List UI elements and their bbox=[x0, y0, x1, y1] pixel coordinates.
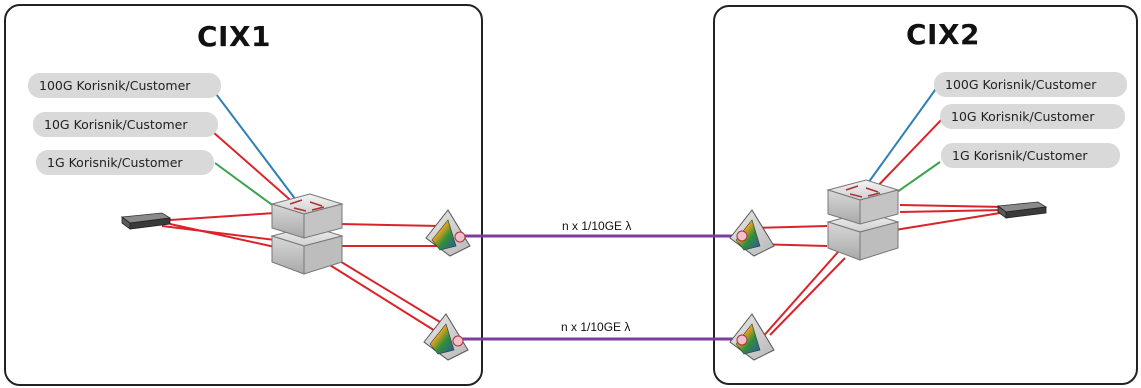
cix2-customer-100g: 100G Korisnik/Customer bbox=[934, 72, 1127, 97]
cix1-server-links bbox=[161, 212, 276, 248]
wdm-link-1-label: n x 1/10GE λ bbox=[562, 219, 632, 233]
site-title-cix1: CIX1 bbox=[197, 20, 272, 53]
cix1-customer-1g: 1G Korisnik/Customer bbox=[36, 150, 214, 175]
cix1-switch-mux-links bbox=[324, 223, 441, 335]
cix1-link-100g bbox=[209, 85, 297, 201]
cix2-server-links bbox=[894, 204, 1006, 231]
cix1-link-10g bbox=[204, 124, 297, 206]
cix2-mux-bottom-icon bbox=[729, 313, 775, 361]
cix1-customer-10g: 10G Korisnik/Customer bbox=[33, 112, 218, 137]
cix2-switch-mux-links bbox=[751, 225, 846, 341]
cix1-server-icon bbox=[120, 212, 172, 230]
cix2-customer-10g: 10G Korisnik/Customer bbox=[940, 104, 1125, 129]
site-title-cix2: CIX2 bbox=[906, 18, 981, 51]
cix1-link-1g bbox=[214, 162, 276, 208]
cix1-customer-links bbox=[204, 85, 297, 208]
cix2-server-icon bbox=[996, 201, 1048, 219]
cix2-mux-top-icon bbox=[729, 209, 775, 257]
cix1-mux-top-icon bbox=[425, 209, 471, 257]
cix2-link-10g bbox=[871, 116, 945, 193]
cix2-link-100g bbox=[862, 85, 939, 191]
wdm-link-2-label: n x 1/10GE λ bbox=[561, 320, 631, 334]
site-cix1-box bbox=[4, 4, 483, 386]
cix1-mux-bottom-icon bbox=[423, 313, 469, 361]
cix1-switch-icon bbox=[270, 193, 344, 275]
cix2-switch-icon bbox=[826, 179, 900, 261]
cix1-customer-100g: 100G Korisnik/Customer bbox=[28, 73, 221, 98]
cix2-customer-1g: 1G Korisnik/Customer bbox=[941, 143, 1120, 168]
